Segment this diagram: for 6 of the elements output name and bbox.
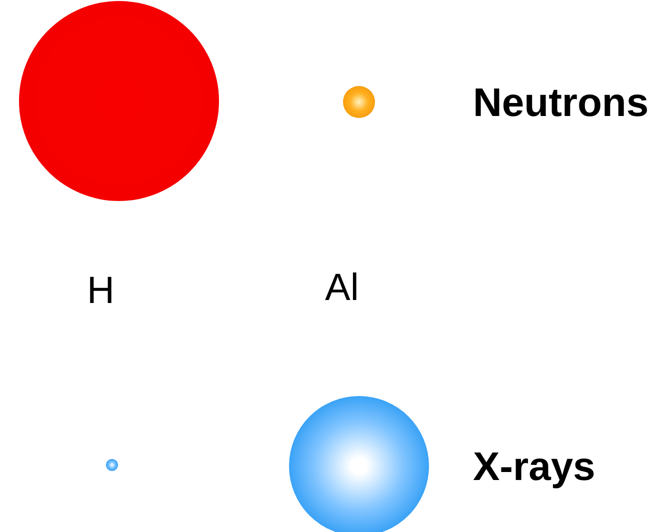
- element-label: H: [87, 272, 114, 310]
- element-label: Al: [325, 269, 359, 307]
- row-label: Neutrons: [473, 83, 649, 123]
- aluminium-neutron-circle: [343, 86, 375, 118]
- row-label: X-rays: [473, 447, 596, 487]
- hydrogen-xray-circle: [106, 459, 118, 471]
